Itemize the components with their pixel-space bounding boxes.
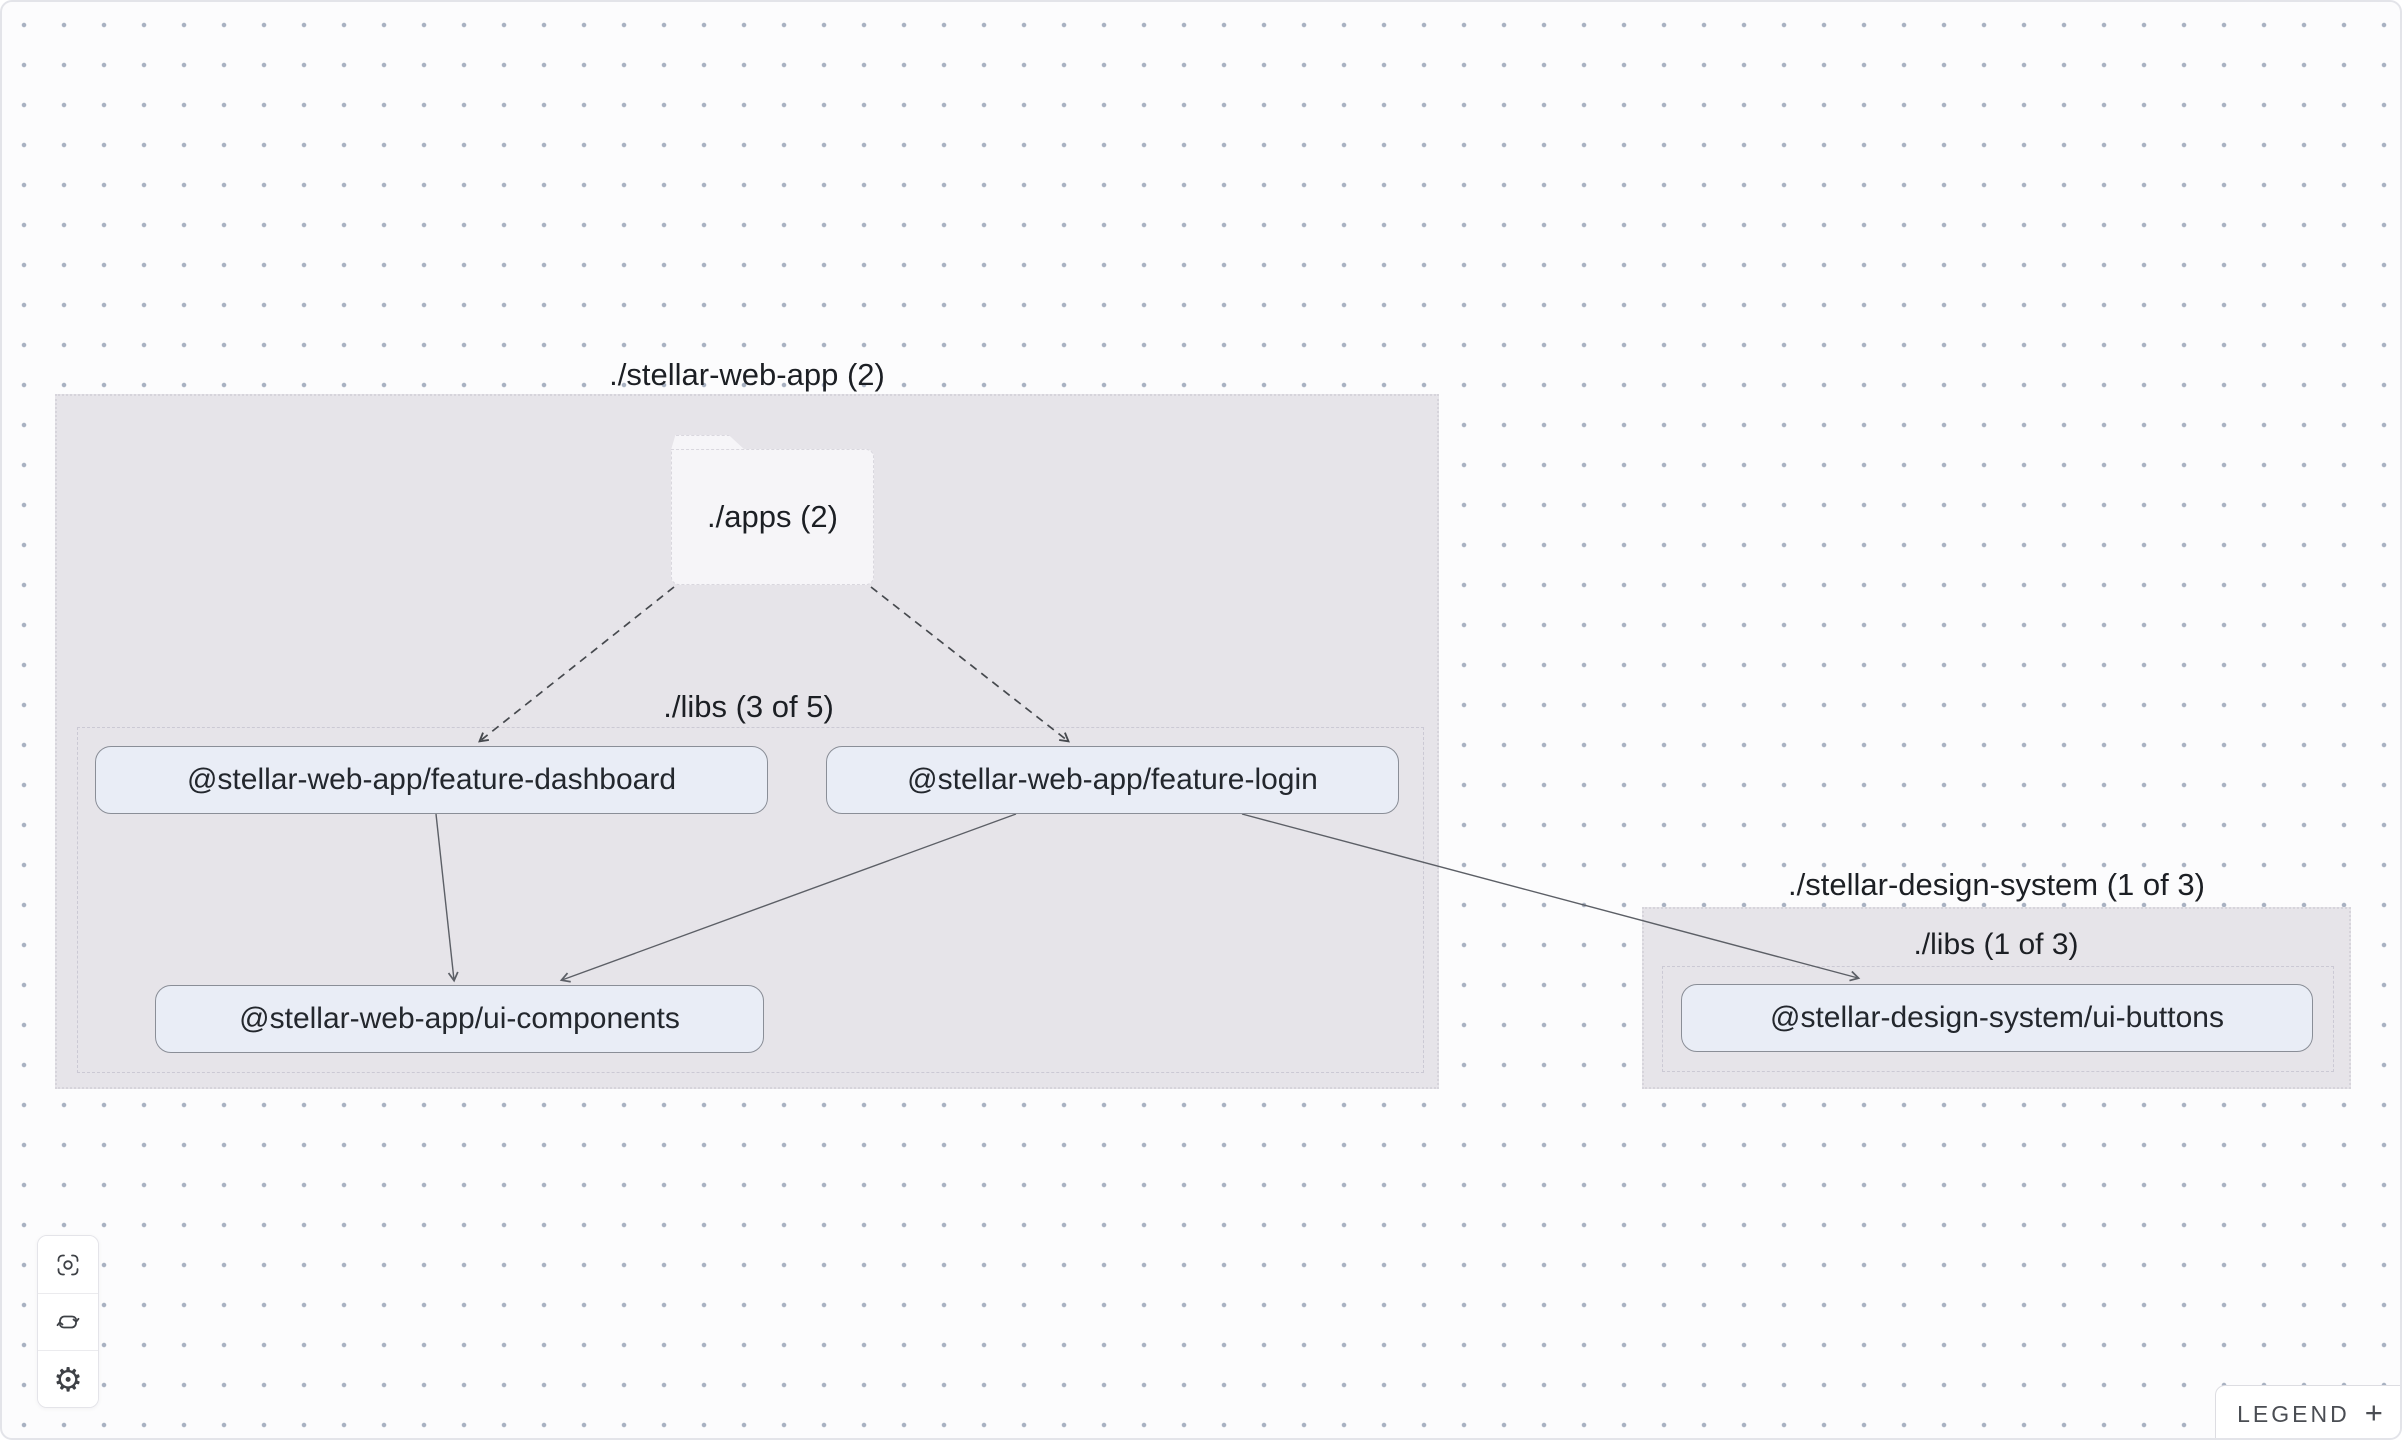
node-label: @stellar-design-system/ui-buttons bbox=[1770, 1001, 2224, 1034]
folder-node-apps[interactable]: ./apps (2) bbox=[671, 449, 874, 585]
focus-icon bbox=[57, 1254, 79, 1275]
plus-icon: + bbox=[2364, 1394, 2383, 1430]
folder-node-label: ./apps (2) bbox=[707, 499, 838, 534]
group-label-stellar-design-system: ./stellar-design-system (1 of 3) bbox=[1788, 867, 2205, 902]
canvas-controls: ⚙ bbox=[37, 1235, 99, 1408]
group-label-web-libs: ./libs (3 of 5) bbox=[663, 689, 834, 724]
node-label: @stellar-web-app/feature-dashboard bbox=[186, 763, 677, 796]
node-feature-dashboard[interactable]: @stellar-web-app/feature-dashboard bbox=[95, 746, 768, 814]
subgroup-ds-libs bbox=[1662, 966, 2334, 1072]
settings-button[interactable]: ⚙ bbox=[38, 1350, 98, 1407]
node-label: @stellar-web-app/feature-login bbox=[907, 763, 1318, 796]
node-label: @stellar-web-app/ui-components bbox=[239, 1002, 680, 1035]
group-label-ds-libs: ./libs (1 of 3) bbox=[1913, 928, 2079, 961]
focus-button[interactable] bbox=[38, 1236, 98, 1293]
node-ui-buttons[interactable]: @stellar-design-system/ui-buttons bbox=[1681, 984, 2313, 1052]
legend-label: LEGEND bbox=[2237, 1400, 2350, 1427]
folder-tab bbox=[671, 435, 745, 450]
refresh-button[interactable] bbox=[38, 1293, 98, 1350]
gear-icon: ⚙ bbox=[53, 1359, 83, 1399]
legend-button[interactable]: LEGEND + bbox=[2215, 1385, 2400, 1438]
node-feature-login[interactable]: @stellar-web-app/feature-login bbox=[826, 746, 1399, 814]
refresh-icon bbox=[56, 1315, 80, 1329]
node-ui-components[interactable]: @stellar-web-app/ui-components bbox=[155, 985, 764, 1053]
group-label-stellar-web-app: ./stellar-web-app (2) bbox=[609, 357, 885, 392]
